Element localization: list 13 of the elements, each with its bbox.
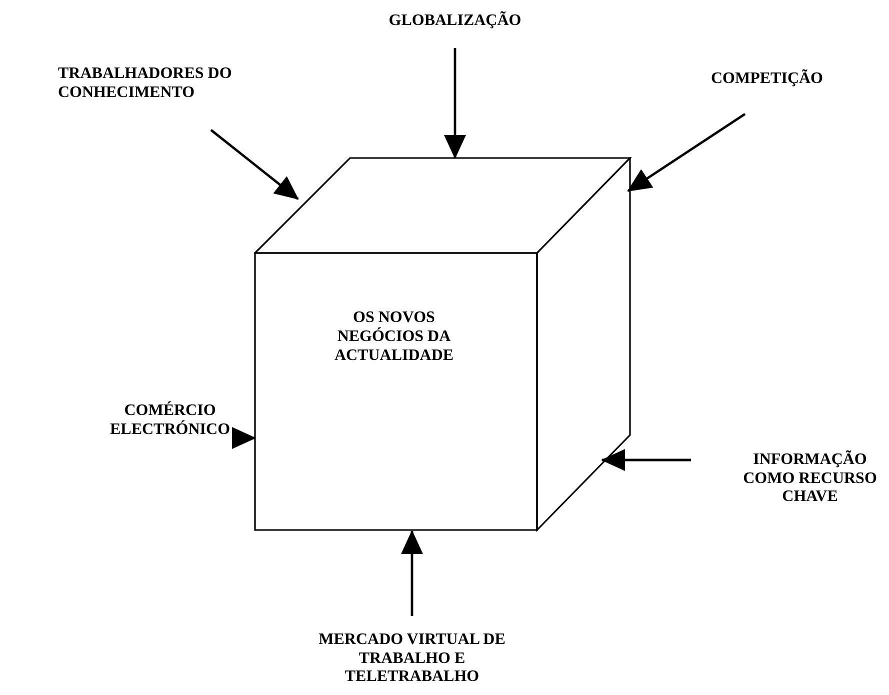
arrow — [444, 48, 466, 159]
arrow — [401, 530, 423, 616]
node-label: MERCADO VIRTUAL DE TRABALHO E TELETRABALHO — [318, 630, 506, 688]
node-label: COMPETIÇÃO — [711, 70, 823, 88]
node-label: COMÉRCIO ELECTRÓNICO — [108, 402, 232, 440]
arrow — [232, 427, 256, 449]
node-label: TRABALHADORES DO CONHECIMENTO — [58, 65, 233, 103]
arrow — [210, 129, 299, 200]
node-label: GLOBALIZAÇÃO — [388, 12, 522, 30]
node-label: INFORMAÇÃO COMO RECURSO CHAVE — [742, 450, 878, 508]
arrow — [601, 449, 691, 471]
node-label: OS NOVOS NEGÓCIOS DA ACTUALIDADE — [333, 309, 455, 366]
arrow — [627, 113, 746, 192]
